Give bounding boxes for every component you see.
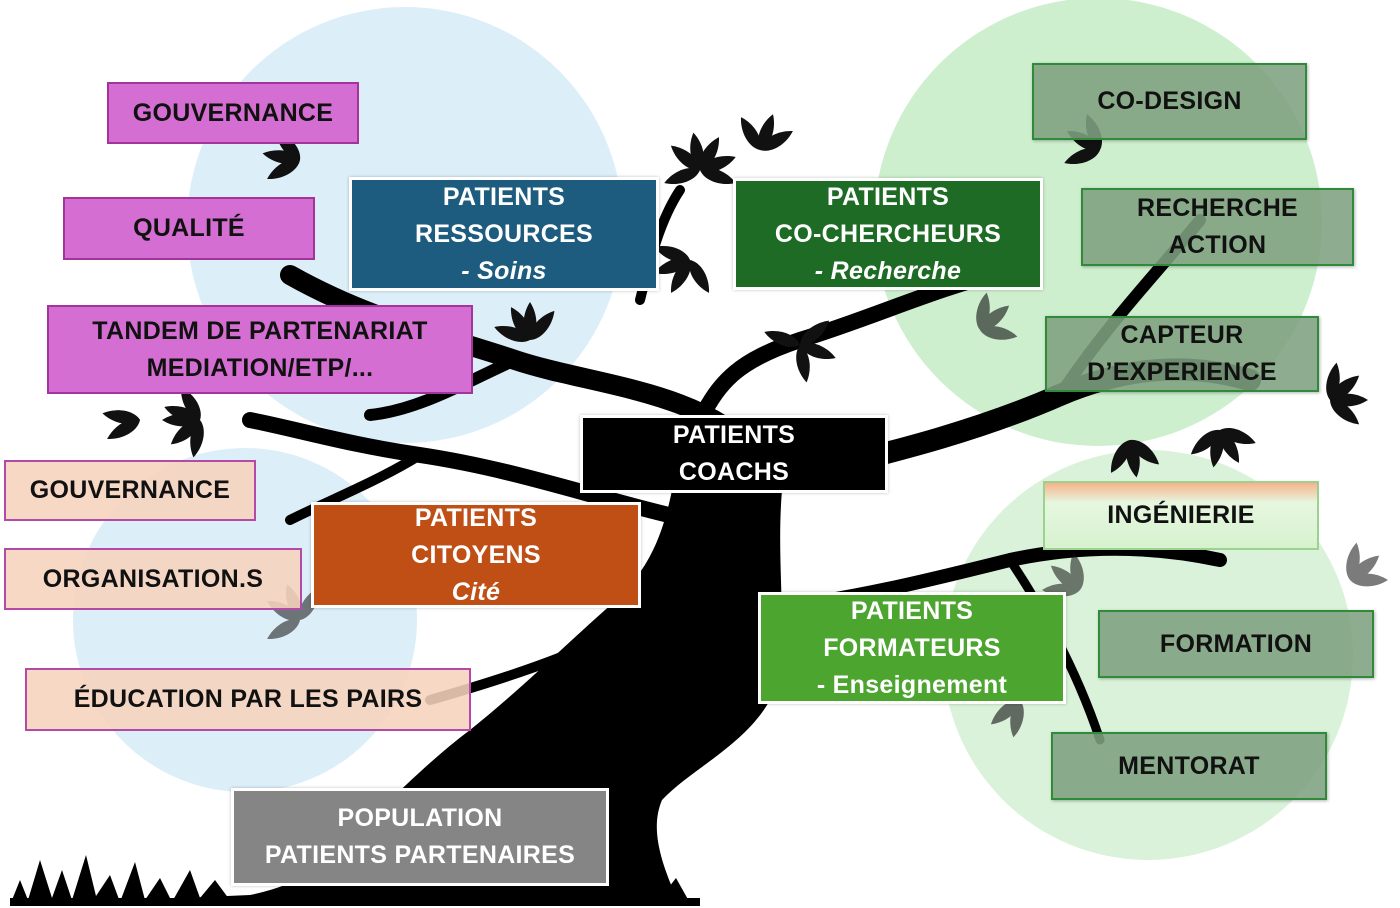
enseignement-mentorat-box: MENTORAT (1051, 732, 1327, 800)
cite-gouvernance-box: GOUVERNANCE (4, 460, 256, 521)
cite-education-box: ÉDUCATION PAR LES PAIRS (25, 668, 471, 731)
node-cochercheurs-line3: - Recherche (814, 256, 962, 285)
node-patients-citoyens: PATIENTS CITOYENS Cité (311, 502, 641, 608)
soins-tandem-box: TANDEM DE PARTENARIAT MEDIATION/ETP/... (47, 305, 473, 394)
soins-qualite-box: QUALITÉ (63, 197, 315, 260)
node-cochercheurs-line2: CO-CHERCHEURS (774, 219, 1002, 248)
cite-organisations-label: ORGANISATION.S (42, 564, 264, 593)
enseignement-ingenierie-box: INGÉNIERIE (1043, 481, 1319, 550)
cite-organisations-box: ORGANISATION.S (4, 548, 302, 610)
enseignement-formation-box: FORMATION (1098, 610, 1374, 678)
cite-education-label: ÉDUCATION PAR LES PAIRS (73, 685, 423, 713)
recherche-capteur-line2: D’EXPERIENCE (1087, 358, 1277, 386)
soins-qualite-label: QUALITÉ (133, 214, 245, 242)
node-ressources-line1: PATIENTS (442, 182, 566, 211)
recherche-action-line1: RECHERCHE (1136, 194, 1299, 222)
node-formateurs-line1: PATIENTS (850, 596, 974, 625)
enseignement-ingenierie-label: INGÉNIERIE (1107, 501, 1255, 529)
recherche-codesign-label: CO-DESIGN (1097, 87, 1242, 115)
enseignement-formation-label: FORMATION (1159, 629, 1313, 658)
node-coachs-line1: PATIENTS (672, 421, 796, 449)
grass (10, 855, 690, 905)
node-population-line2: PATIENTS PARTENAIRES (264, 841, 576, 869)
enseignement-mentorat-label: MENTORAT (1118, 751, 1260, 780)
soins-tandem-line2: MEDIATION/ETP/... (146, 353, 374, 382)
ground-line (10, 898, 700, 906)
node-formateurs-line2: FORMATEURS (823, 633, 1001, 662)
node-citoyens-line1: PATIENTS (414, 503, 538, 532)
node-patients-coachs: PATIENTS COACHS (580, 415, 888, 493)
recherche-action-line2: ACTION (1168, 231, 1267, 259)
node-citoyens-line3: Cité (451, 577, 501, 606)
recherche-capteur-line1: CAPTEUR (1120, 321, 1244, 349)
node-patients-cochercheurs: PATIENTS CO-CHERCHEURS - Recherche (733, 178, 1043, 290)
node-citoyens-line2: CITOYENS (411, 540, 541, 569)
node-patients-ressources: PATIENTS RESSOURCES - Soins (349, 177, 659, 291)
node-coachs-line2: COACHS (678, 458, 790, 486)
soins-tandem-line1: TANDEM DE PARTENARIAT (92, 316, 428, 345)
soins-gouvernance-box: GOUVERNANCE (107, 82, 359, 144)
cite-gouvernance-label: GOUVERNANCE (29, 476, 231, 504)
recherche-codesign-box: CO-DESIGN (1032, 63, 1307, 140)
node-ressources-line2: RESSOURCES (414, 219, 594, 248)
node-population-patients-partenaires: POPULATION PATIENTS PARTENAIRES (231, 788, 609, 886)
node-ressources-line3: - Soins (461, 256, 547, 285)
recherche-capteur-box: CAPTEUR D’EXPERIENCE (1045, 316, 1319, 392)
recherche-action-box: RECHERCHE ACTION (1081, 188, 1354, 266)
node-cochercheurs-line1: PATIENTS (826, 182, 950, 211)
soins-gouvernance-label: GOUVERNANCE (132, 98, 334, 127)
node-population-line1: POPULATION (337, 804, 503, 832)
node-formateurs-line3: - Enseignement (816, 670, 1008, 699)
node-patients-formateurs: PATIENTS FORMATEURS - Enseignement (758, 592, 1066, 704)
